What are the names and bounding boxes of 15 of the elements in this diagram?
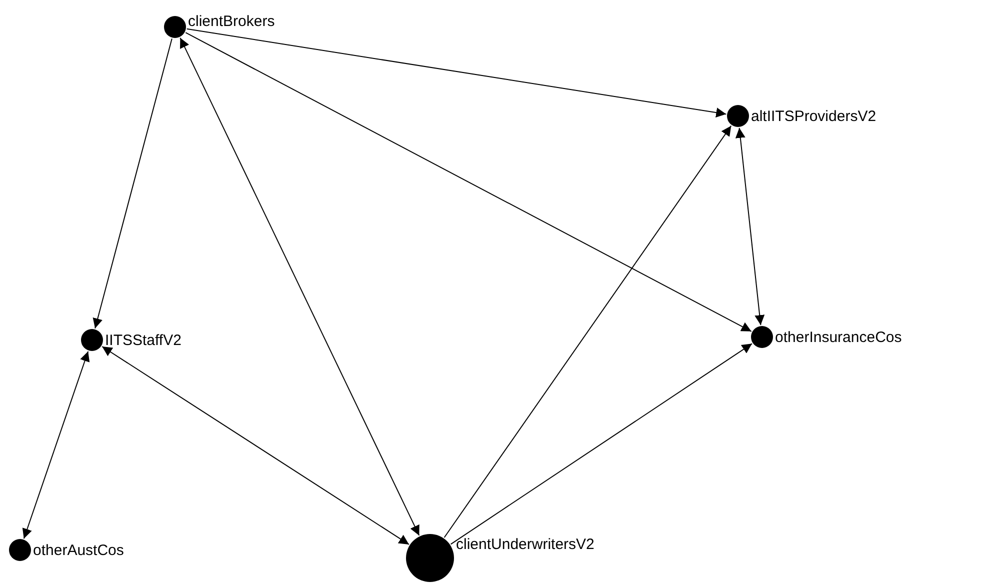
node-label: altIITSProvidersV2 <box>751 108 876 124</box>
node-label: otherInsuranceCos <box>775 330 902 344</box>
node-label: otherAustCos <box>33 542 124 558</box>
arrow <box>180 37 420 536</box>
node-label: clientUnderwritersV2 <box>456 536 594 552</box>
node-label: clientBrokers <box>188 14 275 28</box>
arrow <box>185 32 752 332</box>
arrow <box>92 38 172 329</box>
arrow <box>444 125 732 538</box>
arrow <box>22 350 90 540</box>
arrow <box>102 346 410 545</box>
arrow <box>450 343 752 545</box>
arrow <box>735 127 765 326</box>
node-label: IITSStaffV2 <box>105 332 182 348</box>
arrow <box>186 28 727 118</box>
